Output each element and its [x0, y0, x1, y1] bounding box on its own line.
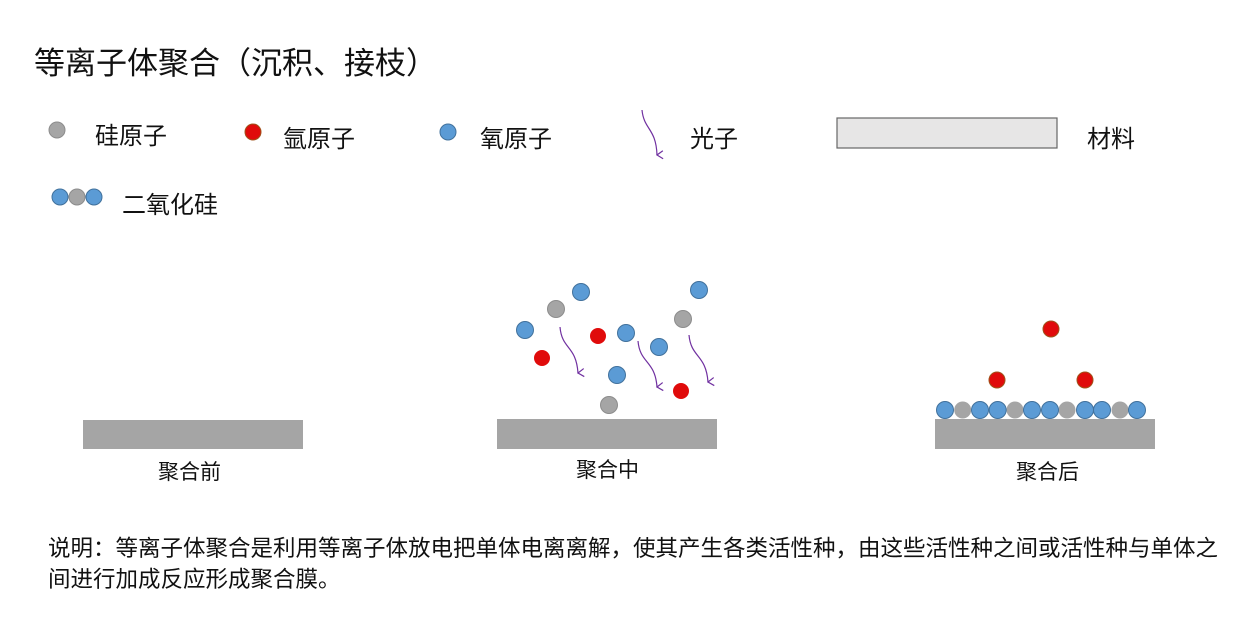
silica-molecule-icon — [51, 188, 103, 206]
scene-during — [497, 281, 717, 449]
legend-material-label: 材料 — [1087, 125, 1135, 153]
photon-arrows — [559, 326, 715, 392]
legend-oxygen-label: 氧原子 — [480, 125, 552, 153]
explanation-note: 说明：等离子体聚合是利用等离子体放电把单体电离离解，使其产生各类活性种，由这些活… — [48, 536, 1219, 593]
oxygen-atom-icon — [439, 123, 457, 141]
legend-symbols — [48, 109, 1058, 206]
legend-photon-label: 光子 — [690, 125, 738, 153]
legend-silica-label: 二氧化硅 — [122, 191, 218, 219]
photon-arrow-icon — [641, 109, 664, 160]
caption-after: 聚合后 — [1016, 460, 1079, 484]
argon-atoms-after — [988, 320, 1094, 389]
substrate-after — [935, 419, 1155, 449]
silicon-atoms — [547, 300, 692, 414]
material-swatch — [836, 117, 1058, 149]
silica-film — [936, 401, 1146, 419]
substrate-before — [83, 420, 303, 449]
argon-atoms — [534, 328, 689, 399]
silicon-atom-icon — [48, 121, 66, 139]
legend-silicon-label: 硅原子 — [95, 122, 167, 150]
legend-argon-label: 氩原子 — [283, 125, 355, 153]
page-title: 等离子体聚合（沉积、接枝） — [34, 46, 437, 82]
argon-atom-icon — [244, 123, 262, 141]
caption-before: 聚合前 — [158, 460, 221, 484]
caption-during: 聚合中 — [576, 458, 639, 482]
scene-after — [935, 320, 1155, 449]
substrate-during — [497, 419, 717, 449]
oxygen-atoms — [516, 281, 708, 384]
